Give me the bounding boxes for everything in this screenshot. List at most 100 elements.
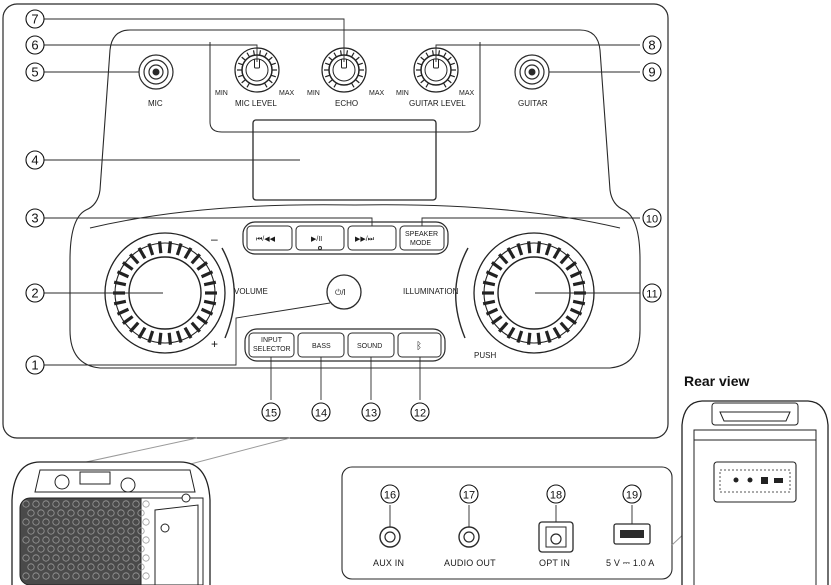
callout-number: 2 <box>31 286 38 301</box>
callout-14: 14 <box>311 402 331 422</box>
audio-out-port <box>458 526 480 548</box>
callout-number: 10 <box>646 214 658 226</box>
callout-17: 17 <box>459 484 479 504</box>
illumination-label: ILLUMINATION <box>403 287 459 296</box>
callout-13: 13 <box>361 402 381 422</box>
speaker-mode-label-2: MODE <box>410 240 431 247</box>
volume-arc <box>221 247 235 339</box>
bass-label: BASS <box>312 343 331 350</box>
illumination-arc <box>455 247 469 339</box>
mic-jack <box>138 54 174 90</box>
callout-11: 11 <box>642 283 662 303</box>
callout-1: 1 <box>25 355 45 375</box>
transport-button-group <box>242 221 449 255</box>
echo-label: ECHO <box>335 99 358 108</box>
callout-number: 19 <box>626 490 638 502</box>
callout-number: 17 <box>463 490 475 502</box>
volume-minus: – <box>211 232 218 246</box>
echo-min: MIN <box>307 90 320 97</box>
aux-in-port <box>379 526 401 548</box>
volume-dial <box>104 232 226 354</box>
callout-number: 6 <box>31 38 38 53</box>
guitar-level-max: MAX <box>459 90 475 97</box>
usb-port <box>613 523 651 545</box>
control-panel-outline <box>69 29 641 369</box>
callout-number: 5 <box>31 65 38 80</box>
skip-back-button[interactable]: ⏮/◀◀ <box>246 225 293 251</box>
callout-number: 12 <box>414 408 426 420</box>
callout-number: 14 <box>315 408 327 420</box>
optical-in-label: OPT IN <box>539 558 570 568</box>
bass-button[interactable]: BASS <box>297 332 345 358</box>
callout-16: 16 <box>380 484 400 504</box>
callout-number: 11 <box>646 289 657 301</box>
guitar-jack <box>514 54 550 90</box>
power-icon: ⏻/I <box>335 288 346 297</box>
port-leaders <box>389 505 633 527</box>
callout-15: 15 <box>261 402 281 422</box>
rear-speaker-illustration <box>681 400 829 585</box>
rear-ports-frame <box>341 466 673 580</box>
callout-3: 3 <box>25 208 45 228</box>
echo-knob[interactable] <box>321 47 367 93</box>
callout-6: 6 <box>25 35 45 55</box>
bluetooth-button[interactable]: ᛒ <box>397 332 442 358</box>
skip-forward-icon: ▶▶/⏭ <box>355 236 375 243</box>
optical-in-port <box>538 521 574 553</box>
sound-label: SOUND <box>357 343 382 350</box>
power-button[interactable]: ⏻/I <box>326 274 362 310</box>
audio-out-label: AUDIO OUT <box>444 558 496 568</box>
callout-number: 13 <box>365 408 377 420</box>
mic-level-min: MIN <box>215 90 228 97</box>
knob-bay <box>209 42 481 133</box>
push-label: PUSH <box>474 351 496 360</box>
top-panel-frame <box>2 3 669 439</box>
sound-button[interactable]: SOUND <box>347 332 395 358</box>
callout-number: 16 <box>384 490 396 502</box>
play-pause-button[interactable]: ▶/II <box>295 225 345 251</box>
rear-view-title: Rear view <box>684 373 749 389</box>
callout-number: 4 <box>31 153 38 168</box>
callout-12: 12 <box>410 402 430 422</box>
callout-number: 1 <box>31 358 38 373</box>
input-selector-label-2: SELECTOR <box>253 346 291 353</box>
aux-in-label: AUX IN <box>373 558 404 568</box>
usb-label: 5 V ⎓ 1.0 A <box>606 558 654 568</box>
callout-number: 9 <box>648 65 655 80</box>
volume-label: VOLUME <box>234 287 268 296</box>
callout-leaders <box>43 18 640 400</box>
callout-5: 5 <box>25 62 45 82</box>
callout-number: 15 <box>265 408 277 420</box>
callout-number: 18 <box>550 490 562 502</box>
speaker-grille-mesh <box>22 500 150 580</box>
small-knobs <box>234 47 459 93</box>
callout-18: 18 <box>546 484 566 504</box>
lower-control-region <box>89 204 621 229</box>
guitar-level-label: GUITAR LEVEL <box>409 99 466 108</box>
volume-plus: + <box>211 337 218 351</box>
mic-label: MIC <box>148 99 163 108</box>
callout-2: 2 <box>25 283 45 303</box>
callout-7: 7 <box>25 9 45 29</box>
callout-number: 3 <box>31 211 38 226</box>
speaker-mode-label-1: SPEAKER <box>405 231 438 238</box>
speaker-mode-button[interactable]: SPEAKER MODE <box>399 225 445 251</box>
skip-back-icon: ⏮/◀◀ <box>256 236 276 243</box>
callout-number: 8 <box>648 38 655 53</box>
mic-level-knob[interactable] <box>234 47 280 93</box>
callout-number: 7 <box>31 12 38 27</box>
speaker-illustration <box>11 461 211 585</box>
callout-10: 10 <box>642 208 662 228</box>
mic-level-max: MAX <box>279 90 295 97</box>
callout-9: 9 <box>642 62 662 82</box>
mic-level-label: MIC LEVEL <box>235 99 277 108</box>
play-pause-dot <box>318 246 322 250</box>
guitar-level-knob[interactable] <box>413 47 459 93</box>
guitar-level-min: MIN <box>396 90 409 97</box>
skip-forward-button[interactable]: ▶▶/⏭ <box>347 225 397 251</box>
bluetooth-icon: ᛒ <box>416 341 422 352</box>
callout-8: 8 <box>642 35 662 55</box>
input-selector-button[interactable]: INPUT SELECTOR <box>248 332 295 358</box>
